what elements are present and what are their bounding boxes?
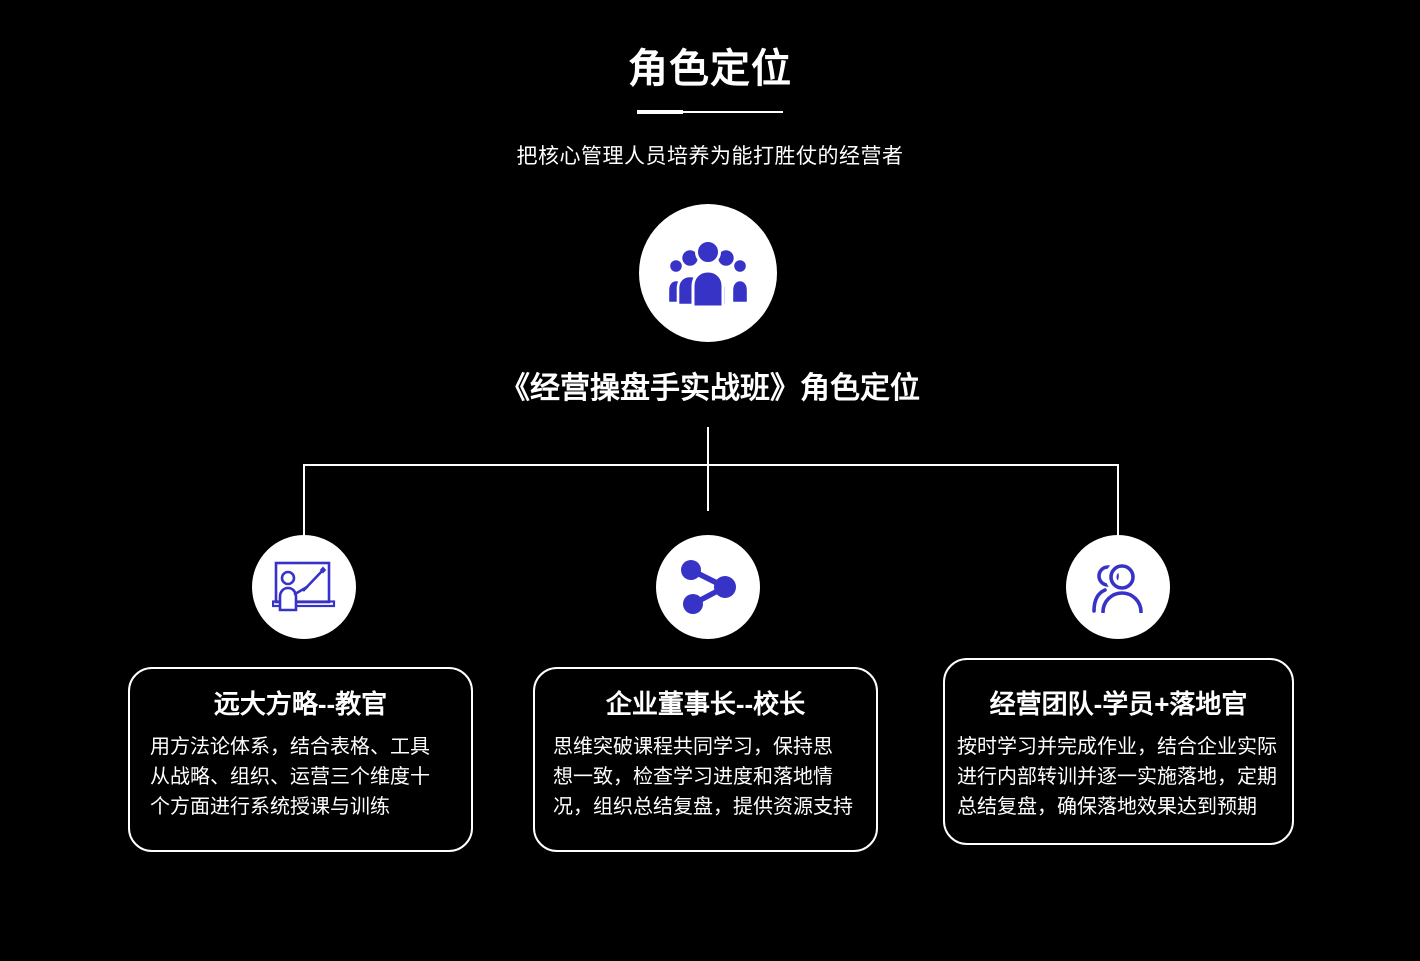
people-group-icon (666, 239, 750, 307)
page-title: 角色定位 (628, 47, 792, 91)
root-node-circle (639, 204, 777, 342)
teacher-board-icon (272, 561, 336, 612)
branch-circle-instructor (252, 535, 356, 639)
card-team-body: 按时学习并完成作业，结合企业实际 进行内部转训并逐一实施落地，定期 总结复盘，确… (957, 736, 1277, 818)
card-chairman: 企业董事长--校长 思维突破课程共同学习，保持思 想一致，检查学习进度和落地情 … (533, 667, 878, 852)
title-divider (637, 108, 783, 116)
card-team: 经营团队-学员+落地官 按时学习并完成作业，结合企业实际 进行内部转训并逐一实施… (943, 658, 1294, 845)
card-instructor: 远大方略--教官 用方法论体系，结合表格、工具 从战略、组织、运营三个维度十 个… (128, 667, 473, 852)
card-instructor-body: 用方法论体系，结合表格、工具 从战略、组织、运营三个维度十 个方面进行系统授课与… (150, 736, 430, 818)
branch-circle-chairman (656, 535, 760, 639)
connector-horizontal (303, 464, 1119, 466)
connector-drop-right (1117, 464, 1119, 537)
root-node-label: 《经营操盘手实战班》角色定位 (500, 372, 920, 405)
connector-stem (707, 427, 709, 511)
card-chairman-body: 思维突破课程共同学习，保持思 想一致，检查学习进度和落地情 况，组织总结复盘，提… (553, 736, 853, 818)
card-chairman-title: 企业董事长--校长 (605, 689, 806, 719)
divider-thick-segment (637, 110, 683, 114)
branch-circle-team (1066, 535, 1170, 639)
divider-thin-segment (683, 111, 783, 113)
card-team-title: 经营团队-学员+落地官 (989, 689, 1248, 719)
team-users-icon (1092, 561, 1146, 613)
share-nodes-icon (681, 560, 736, 614)
card-instructor-title: 远大方略--教官 (213, 689, 388, 719)
page-subtitle: 把核心管理人员培养为能打胜仗的经营者 (516, 145, 904, 168)
connector-drop-left (303, 464, 305, 537)
